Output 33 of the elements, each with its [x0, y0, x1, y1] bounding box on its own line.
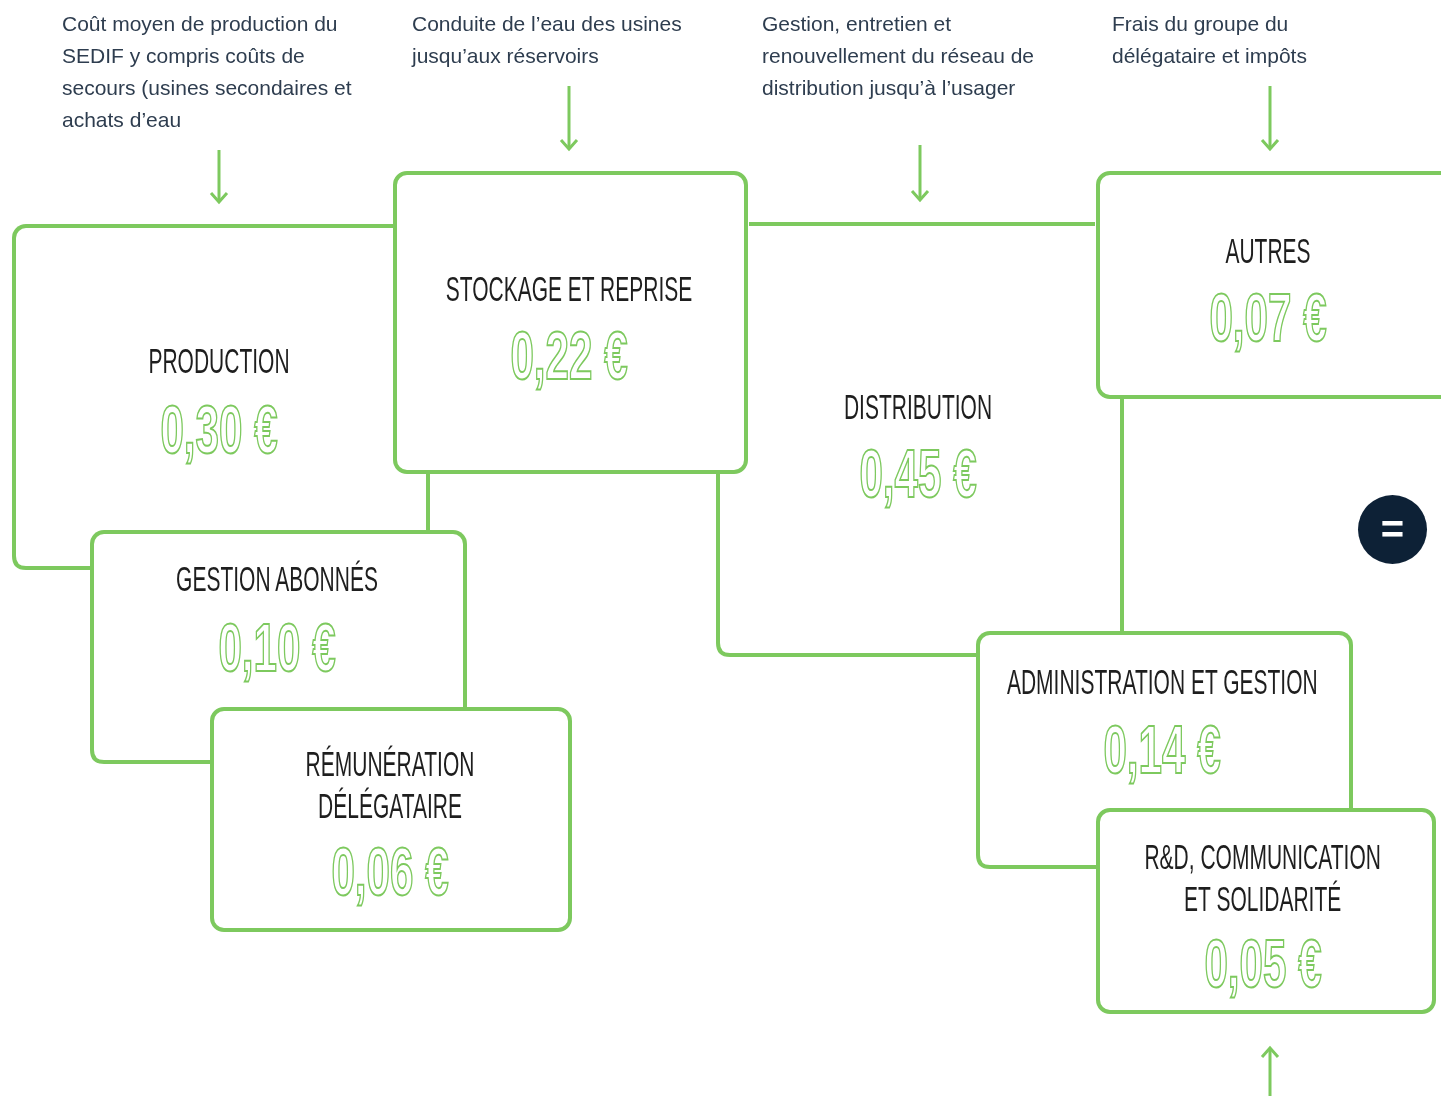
cost-box	[1096, 808, 1436, 1014]
arrow	[910, 145, 930, 202]
equals-badge: =	[1358, 495, 1427, 564]
cost-value: 0,45 €	[858, 436, 978, 510]
cost-value: 0,06 €	[330, 834, 450, 908]
arrow	[1260, 86, 1280, 151]
cost-box	[1096, 171, 1441, 399]
category-heading: AUTRES	[1224, 230, 1312, 272]
cost-box	[90, 530, 467, 707]
cost-box	[393, 171, 748, 474]
cost-value: 0,10 €	[217, 610, 337, 684]
cost-box	[12, 224, 393, 530]
cost-value: 0,05 €	[1203, 926, 1323, 1000]
category-heading: GESTION ABONNÉS	[175, 558, 379, 600]
cost-value: 0,30 €	[159, 392, 279, 466]
arrow	[209, 150, 229, 204]
category-heading: STOCKAGE ET REPRISE	[444, 268, 694, 310]
category-heading: DISTRIBUTION	[842, 386, 994, 428]
cost-value: 0,07 €	[1208, 280, 1328, 354]
category-heading: ADMINISTRATION ET GESTION	[1005, 661, 1319, 703]
cost-value: 0,22 €	[509, 318, 629, 392]
category-heading: PRODUCTION	[147, 340, 291, 382]
annotation-text: Frais du groupe du délégataire et impôts	[1112, 8, 1362, 72]
cost-box	[976, 631, 1353, 808]
category-heading: RÉMUNÉRATION DÉLÉGATAIRE	[304, 743, 476, 827]
cost-box	[210, 707, 572, 932]
arrow	[1260, 1046, 1280, 1096]
annotation-text: Gestion, entretien et renouvellement du réseau de distribution jusqu’à l’usager	[762, 8, 1082, 104]
annotation-text: Coût moyen de production du SEDIF y compris coûts de secours (usines secondaires et achats d’eau	[62, 8, 360, 136]
arrow	[559, 86, 579, 151]
category-heading: R&D, COMMUNICATION ET SOLIDARITÉ	[1143, 836, 1383, 920]
annotation-text: Conduite de l’eau des usines jusqu’aux réservoirs	[412, 8, 722, 72]
cost-value: 0,14 €	[1102, 712, 1222, 786]
